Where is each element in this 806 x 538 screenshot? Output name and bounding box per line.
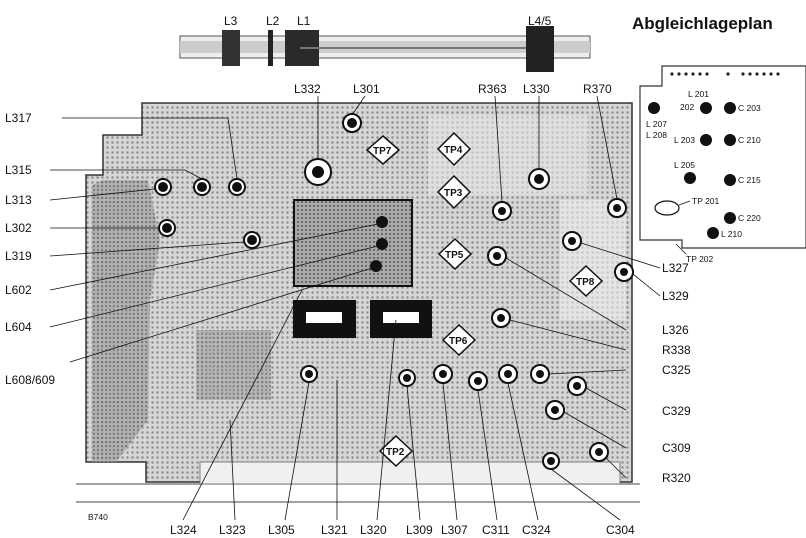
coil-label-l3: L3 <box>224 14 238 28</box>
label-l323: L323 <box>219 523 246 537</box>
label-l320: L320 <box>360 523 387 537</box>
tp6-label: TP6 <box>449 336 468 347</box>
inset-l203: L 203 <box>674 135 695 145</box>
label-l324: L324 <box>170 523 197 537</box>
diagram-title: Abgleichlageplan <box>632 14 773 33</box>
label-c329: C329 <box>662 404 691 418</box>
tp7-label: TP7 <box>373 146 392 157</box>
label-c309: C309 <box>662 441 691 455</box>
label-c324: C324 <box>522 523 551 537</box>
inset-l207: L 207 <box>646 119 667 129</box>
coil-assembly <box>179 26 591 72</box>
label-l327: L327 <box>662 261 689 275</box>
tp5-label: TP5 <box>445 250 464 261</box>
inset-c215: C 215 <box>738 175 761 185</box>
label-l319: L319 <box>5 249 32 263</box>
l608-point <box>370 260 382 272</box>
label-l602: L602 <box>5 283 32 297</box>
tp2-label: TP2 <box>386 447 405 458</box>
label-l332: L332 <box>294 82 321 96</box>
inset-l205: L 205 <box>674 160 695 170</box>
coil-label-l2: L2 <box>266 14 280 28</box>
label-l313: L313 <box>5 193 32 207</box>
inset-tp202: TP 202 <box>686 254 714 264</box>
label-l329: L329 <box>662 289 689 303</box>
pcb-board <box>76 102 640 503</box>
coil-label-l1: L1 <box>297 14 311 28</box>
label-r338: R338 <box>662 343 691 357</box>
inset-c210: C 210 <box>738 135 761 145</box>
drawing-number: B740 <box>88 512 108 522</box>
label-l604: L604 <box>5 320 32 334</box>
tp8-label: TP8 <box>576 277 595 288</box>
label-l608-609: L608/609 <box>5 373 55 387</box>
inset-c203: C 203 <box>738 103 761 113</box>
inset-l208: L 208 <box>646 130 667 140</box>
inset-l210: L 210 <box>721 229 742 239</box>
inset-board <box>639 65 806 255</box>
label-l307: L307 <box>441 523 468 537</box>
label-c311: C311 <box>482 523 510 537</box>
label-c325: C325 <box>662 363 691 377</box>
l604-point <box>376 238 388 250</box>
label-l302: L302 <box>5 221 32 235</box>
label-l321: L321 <box>321 523 348 537</box>
label-l317: L317 <box>5 111 32 125</box>
label-l301: L301 <box>353 82 380 96</box>
label-l305: L305 <box>268 523 295 537</box>
inset-tp201: TP 201 <box>692 196 720 206</box>
tp4-label: TP4 <box>444 145 463 156</box>
label-r363: R363 <box>478 82 507 96</box>
tp3-label: TP3 <box>444 188 463 199</box>
label-l330: L330 <box>523 82 550 96</box>
label-c304: C304 <box>606 523 635 537</box>
inset-c220: C 220 <box>738 213 761 223</box>
components <box>154 113 634 470</box>
leader-lines <box>49 95 661 521</box>
label-r320: R320 <box>662 471 691 485</box>
l602-point <box>376 216 388 228</box>
label-r370: R370 <box>583 82 612 96</box>
label-l309: L309 <box>406 523 433 537</box>
inset-202: 202 <box>680 102 694 112</box>
test-points <box>365 131 604 468</box>
coil-label-l45: L4/5 <box>528 14 552 28</box>
label-l315: L315 <box>5 163 32 177</box>
label-l326: L326 <box>662 323 689 337</box>
inset-l201: L 201 <box>688 89 709 99</box>
